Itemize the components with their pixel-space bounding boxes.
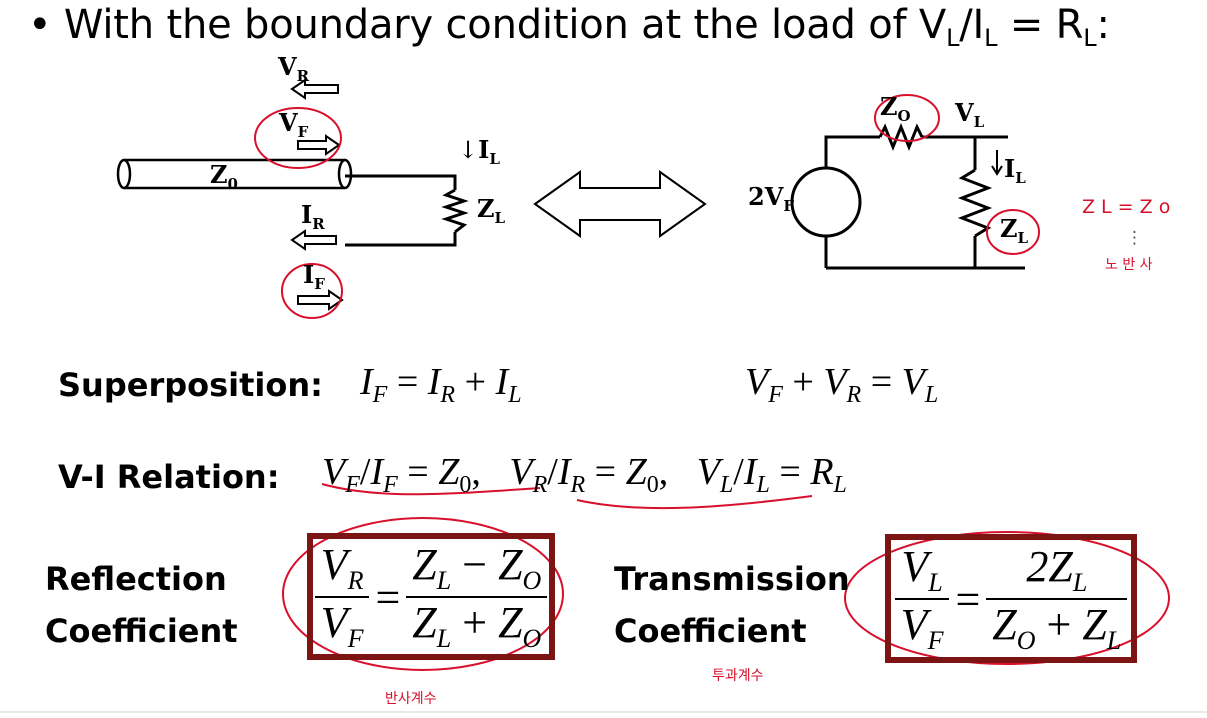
transmission-line-cable — [116, 158, 353, 190]
load-resistor-right — [957, 168, 993, 238]
heading-text: With the boundary condition at the load … — [63, 2, 947, 48]
load-wiring — [345, 174, 469, 247]
vr-arrow — [290, 78, 339, 100]
label-zo: ZO — [880, 92, 911, 125]
handwritten-annotations — [254, 94, 1170, 671]
label-vf: VF — [279, 108, 309, 141]
label-if: IF — [303, 260, 325, 293]
label-z0: Z0 — [210, 160, 238, 193]
superposition-voltage-eq: VF + VR = VL — [745, 361, 939, 408]
vi-relation-eqs: VF/IF = Z0, VR/IR = Z0, VL/IL = RL — [322, 451, 847, 498]
transmission-label: Transmission Coefficient — [614, 560, 850, 650]
superposition-label: Superposition: — [58, 366, 323, 404]
note-reflection-kr: 반사계수 — [385, 691, 437, 707]
voltage-source — [790, 166, 862, 238]
equivalence-double-arrow — [533, 170, 707, 238]
label-vl: VL — [955, 98, 985, 131]
label-vr: VR — [278, 52, 310, 85]
load-resistor — [441, 188, 469, 234]
superposition-current-eq: IF = IR + IL — [360, 361, 522, 408]
note-no-reflection: 노 반 사 — [1105, 257, 1153, 273]
slide-heading: • With the boundary condition at the loa… — [28, 2, 1110, 52]
label-ir: IR — [301, 200, 325, 233]
hollow-arrows — [290, 78, 344, 311]
note-dots: ⋮ — [1126, 228, 1143, 248]
transmission-box — [885, 534, 1137, 663]
if-arrow — [297, 289, 344, 311]
label-2vf: 2VF — [748, 182, 794, 215]
source-resistor — [878, 122, 924, 152]
thevenin-circuit — [790, 122, 1025, 270]
vf-arrow — [297, 134, 341, 156]
ir-arrow — [290, 229, 337, 251]
label-il-right: IL — [1004, 154, 1026, 187]
label-il: ↓IL — [458, 135, 500, 168]
reflection-box — [307, 533, 555, 660]
note-zl-equals-z0: Z L = Z o — [1082, 196, 1171, 218]
label-zl-right: ZL — [1000, 214, 1029, 247]
reflection-label: Reflection Coefficient — [45, 560, 238, 650]
vi-relation-label: V-I Relation: — [58, 458, 280, 496]
label-zl: ZL — [477, 194, 506, 227]
note-transmission-kr: 투과계수 — [712, 668, 764, 684]
bullet: • — [28, 2, 52, 48]
